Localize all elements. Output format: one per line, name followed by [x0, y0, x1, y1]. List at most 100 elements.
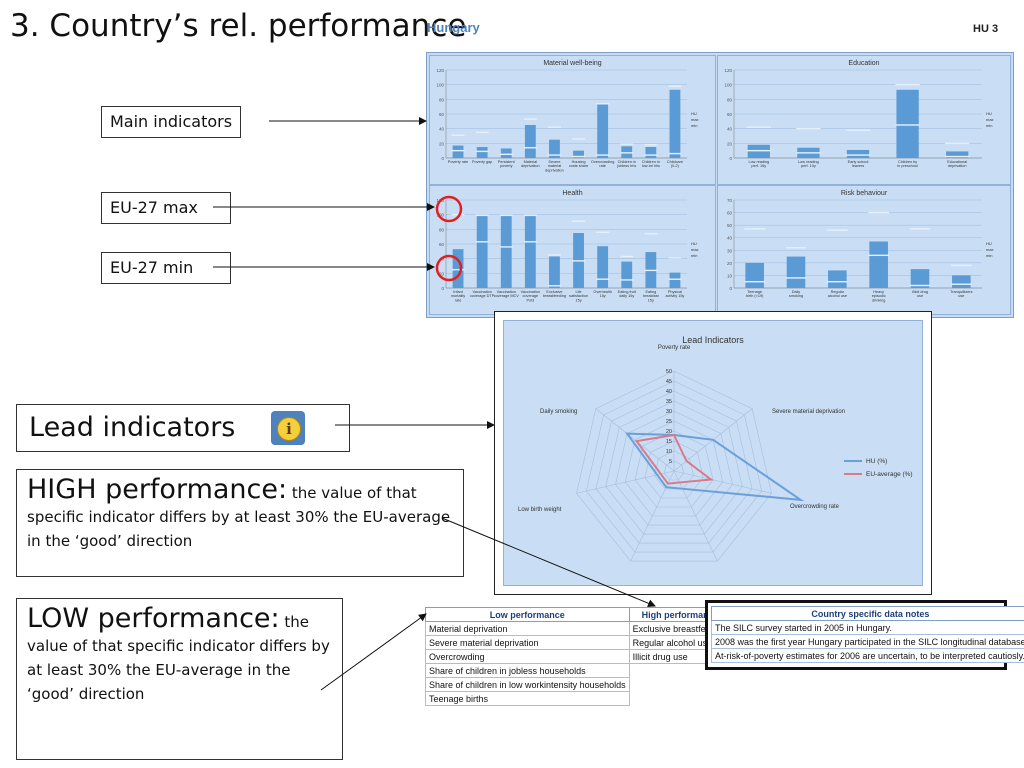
x-tick-line: Illicit drug — [912, 290, 928, 294]
performance-row: Share of children in low workintensity h… — [425, 677, 732, 692]
legend-entry: min — [691, 253, 697, 258]
x-tick-line: Life — [575, 290, 581, 294]
high-performance-cell — [629, 692, 731, 706]
min-marker — [523, 241, 537, 243]
bar — [910, 269, 930, 288]
bar — [896, 89, 919, 158]
legend-entry: HU — [691, 111, 697, 116]
radar-axis-label: Severe material deprivation — [772, 409, 845, 415]
bar — [828, 270, 847, 288]
max-marker — [796, 127, 821, 130]
bar — [621, 261, 633, 288]
x-tick-line: activity 15y — [666, 294, 685, 298]
chart-title: Risk behaviour — [841, 190, 888, 197]
x-tick-line: coverage — [523, 294, 539, 298]
x-tick-label: Poverty rate — [448, 160, 468, 164]
x-tick-line: Children in — [618, 160, 636, 164]
y-tick-label: 40 — [439, 127, 445, 132]
x-tick-line: Vaccination — [521, 290, 540, 294]
max-marker — [499, 214, 513, 217]
min-marker — [548, 154, 561, 156]
x-tick-line: Childcare — [667, 160, 683, 164]
notes-row: The SILC survey started in 2005 in Hunga… — [711, 620, 1024, 635]
x-tick-line: birth (<19) — [746, 294, 764, 298]
x-tick-line: Persistent — [498, 160, 516, 164]
x-tick-line: satisfaction — [569, 294, 588, 298]
low-performance-cell: Share of children in jobless households — [425, 663, 630, 678]
max-marker — [475, 131, 489, 134]
radar-title: Lead Indicators — [682, 335, 744, 345]
info-glyph: i — [286, 420, 292, 438]
min-marker — [668, 278, 682, 280]
x-tick-line: perf. 10y — [801, 164, 816, 168]
max-marker — [620, 143, 634, 145]
x-tick-line: Housing — [572, 160, 586, 164]
x-tick-line: in preschool — [897, 164, 918, 168]
radar-legend-label: HU (%) — [866, 458, 887, 465]
max-marker — [744, 228, 765, 230]
radar-grid-ring — [663, 460, 685, 481]
radar-series-line — [634, 433, 714, 485]
x-tick-line: Regular — [831, 290, 845, 294]
x-tick-line: alcohol use — [828, 294, 847, 298]
x-tick-line: Pol3 — [527, 298, 535, 302]
low-performance-desc: the value of that specific indicator dif… — [27, 613, 330, 703]
x-tick-line: Vaccination — [497, 290, 516, 294]
radar-spoke — [576, 470, 675, 494]
x-tick-line: 15y — [648, 298, 654, 302]
y-tick-label: 0 — [729, 286, 732, 291]
bar — [500, 215, 512, 288]
y-tick-label: 40 — [727, 236, 733, 241]
bar — [549, 139, 560, 158]
radar-grid-ring — [576, 370, 772, 562]
max-marker — [548, 254, 561, 256]
bar — [476, 147, 488, 158]
bar — [549, 256, 560, 288]
x-tick-line: episodic — [872, 294, 886, 298]
y-tick-label: 0 — [441, 156, 444, 161]
bar — [524, 125, 536, 158]
y-tick-label: 80 — [727, 97, 733, 102]
radar-spoke — [673, 470, 772, 494]
x-tick-line: Poverty gap — [472, 160, 492, 164]
max-marker — [951, 264, 972, 267]
bar — [786, 256, 806, 288]
performance-row: Share of children in jobless households — [425, 663, 732, 678]
max-marker — [451, 134, 465, 136]
x-tick-line: coverage MCV — [494, 294, 520, 298]
radar-tick-label: 25 — [666, 419, 672, 425]
legend-entry: max — [691, 117, 699, 122]
bar — [846, 149, 870, 158]
radar-series-line — [625, 432, 805, 502]
low-performance-cell: Overcrowding — [425, 649, 630, 664]
max-marker — [945, 142, 970, 145]
min-marker — [951, 283, 972, 285]
radar-tick-label: 35 — [666, 399, 672, 405]
x-tick-line: poverty — [500, 164, 513, 168]
x-tick-line: deprivation — [545, 168, 564, 172]
y-tick-label: 100 — [724, 83, 732, 88]
radar-tick-label: 20 — [666, 429, 672, 435]
low-performance-cell: Share of children in low workintensity h… — [425, 677, 630, 692]
bar — [573, 150, 584, 158]
max-marker — [451, 213, 465, 216]
x-tick-line: rate — [455, 298, 462, 302]
y-tick-label: 30 — [727, 248, 733, 253]
notes-cell: The SILC survey started in 2005 in Hunga… — [711, 620, 1024, 635]
info-icon[interactable]: i — [271, 411, 305, 445]
x-tick-line: perf. 15y — [751, 164, 766, 168]
min-marker — [572, 155, 585, 158]
low-performance-cell: Material deprivation — [425, 621, 630, 636]
x-tick-line: breakfast — [643, 294, 660, 298]
